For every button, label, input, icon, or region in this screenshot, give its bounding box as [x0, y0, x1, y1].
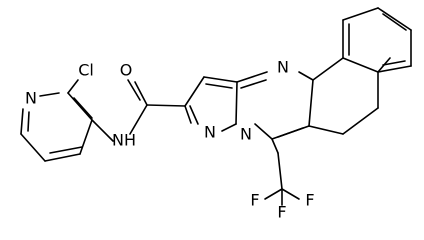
atom-cl-label: Cl [78, 61, 94, 80]
atom-n-label: N [277, 58, 289, 77]
atom-nh-label: NH [112, 131, 136, 150]
atom-f-label: F [250, 191, 259, 210]
atom-n-label: N [204, 123, 216, 142]
chemical-structure-diagram: Cl N NH O N N N F F F [20, 7, 412, 222]
atom-n-label: N [240, 125, 252, 144]
atom-o-label: O [120, 61, 133, 80]
bond-lines [20, 7, 412, 206]
atom-f-label: F [277, 203, 286, 222]
atom-labels: Cl N NH O N N N F F F [25, 58, 315, 222]
atom-f-label: F [305, 191, 314, 210]
atom-n-pyridine: N [25, 89, 37, 108]
